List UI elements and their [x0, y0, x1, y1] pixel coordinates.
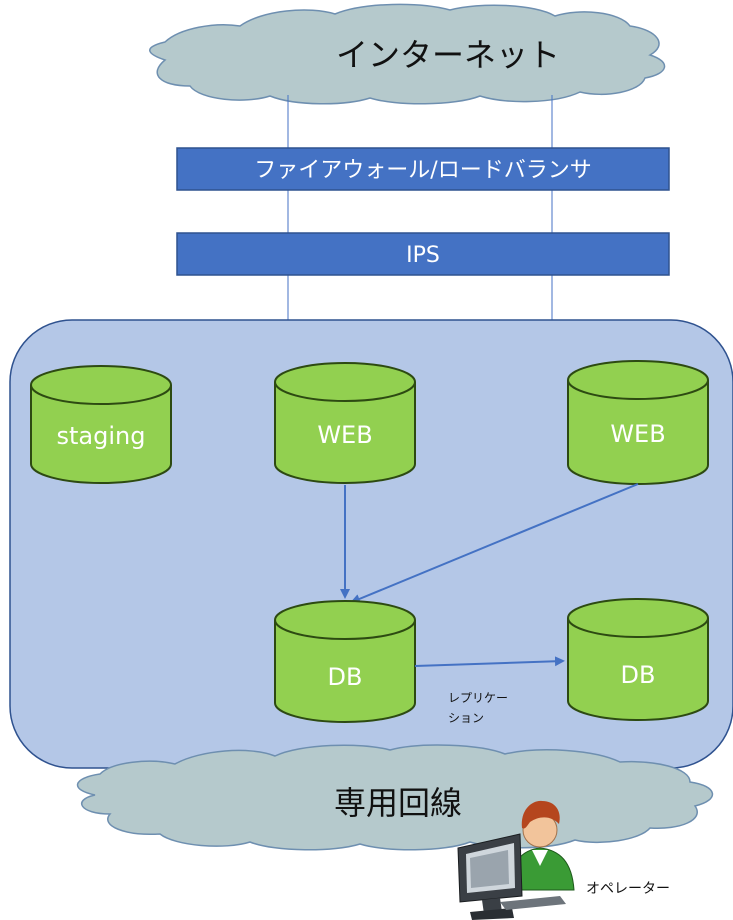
web2-to-db-arrow: [350, 483, 639, 604]
operator-label: オペレーター: [586, 881, 670, 897]
replication-arrow: [414, 656, 565, 667]
web-server-2-cylinder: WEB: [567, 360, 709, 485]
ips-label: IPS: [406, 243, 440, 268]
db-replica-cylinder: DB: [567, 598, 709, 721]
dedicated-line-cloud-label: 専用回線: [334, 784, 462, 822]
firewall-loadbalancer-label: ファイアウォール/ロードバランサ: [254, 158, 591, 183]
firewall-loadbalancer-bar: ファイアウォール/ロードバランサ: [176, 147, 670, 191]
db-replica-label: DB: [621, 661, 656, 689]
web-server-2-label: WEB: [610, 420, 665, 448]
staging-server-label: staging: [57, 422, 146, 450]
replication-label-line2: ション: [448, 711, 484, 725]
operator-at-computer-icon: [457, 800, 575, 920]
replication-label-line1: レプリケー: [448, 691, 508, 705]
ips-bar: IPS: [176, 232, 670, 276]
internet-cloud: インターネット: [149, 3, 666, 105]
db-primary-cylinder: DB: [274, 600, 416, 723]
staging-server-cylinder: staging: [30, 365, 172, 484]
internet-cloud-shape: [149, 3, 666, 105]
web-server-1-cylinder: WEB: [274, 362, 416, 484]
web-server-1-label: WEB: [317, 421, 372, 449]
internet-cloud-label: インターネット: [336, 36, 560, 74]
db-primary-label: DB: [328, 663, 363, 691]
